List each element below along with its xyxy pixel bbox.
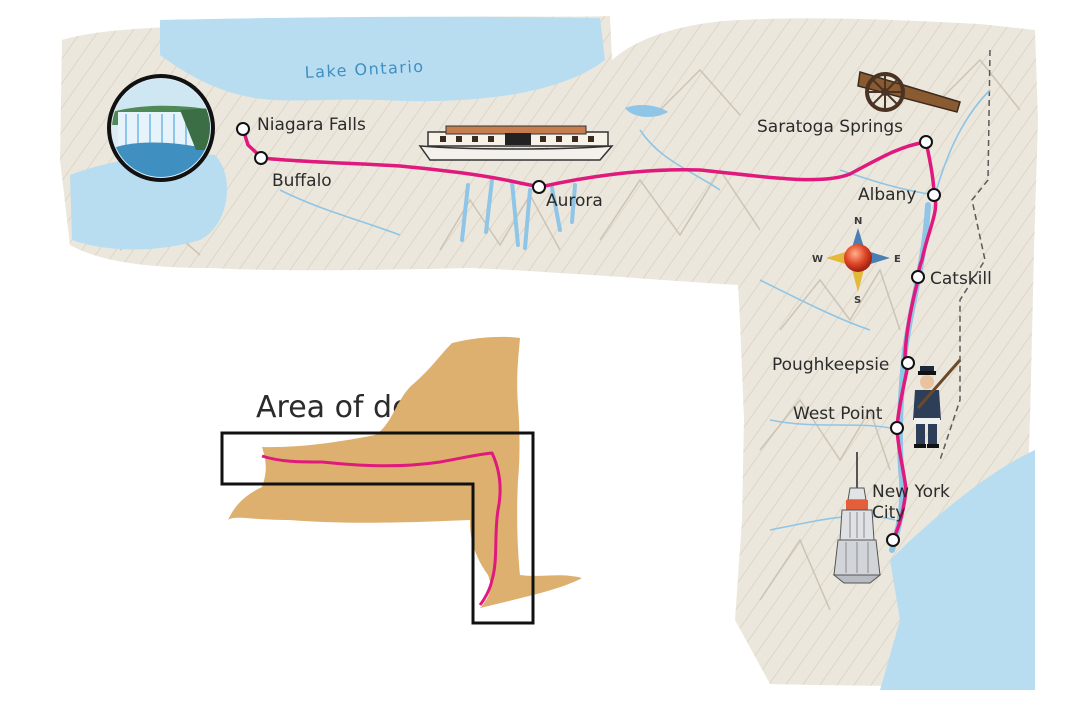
terrain-shading bbox=[60, 16, 1038, 686]
compass-rose-icon: N S E W bbox=[812, 216, 901, 306]
compass-south: S bbox=[854, 295, 861, 306]
label-catskill: Catskill bbox=[930, 269, 992, 289]
label-albany: Albany bbox=[858, 185, 916, 205]
skyscraper-icon bbox=[832, 452, 882, 584]
new-york-state-shape bbox=[228, 336, 582, 608]
area-of-detail-frame bbox=[220, 431, 535, 625]
atlantic-water bbox=[880, 450, 1035, 690]
label-aurora: Aurora bbox=[546, 191, 603, 211]
label-west-point: West Point bbox=[793, 404, 883, 424]
inset-route-line bbox=[261, 451, 502, 606]
small-lake bbox=[625, 105, 668, 117]
marker-buffalo[interactable] bbox=[254, 151, 268, 165]
marker-catskill[interactable] bbox=[911, 270, 925, 284]
lake-erie bbox=[70, 153, 227, 250]
city-labels: Niagara Falls Buffalo Aurora Saratoga Sp… bbox=[257, 115, 992, 523]
label-new-york-city-line2: City bbox=[872, 503, 905, 523]
water-bodies bbox=[70, 16, 1035, 690]
marker-saratoga-springs[interactable] bbox=[919, 135, 933, 149]
label-saratoga-springs: Saratoga Springs bbox=[757, 117, 903, 137]
lake-ontario bbox=[160, 16, 605, 102]
compass-east: E bbox=[894, 254, 901, 265]
label-poughkeepsie: Poughkeepsie bbox=[772, 355, 889, 375]
marker-west-point[interactable] bbox=[890, 421, 904, 435]
marker-poughkeepsie[interactable] bbox=[901, 356, 915, 370]
soldier-icon bbox=[913, 359, 962, 448]
waterfall-icon bbox=[107, 74, 215, 182]
state-border bbox=[939, 49, 991, 461]
marker-niagara-falls[interactable] bbox=[236, 122, 250, 136]
city-markers bbox=[236, 122, 941, 547]
cannon-icon bbox=[857, 71, 961, 113]
marker-new-york-city[interactable] bbox=[886, 533, 900, 547]
marker-albany[interactable] bbox=[927, 188, 941, 202]
label-buffalo: Buffalo bbox=[272, 171, 332, 191]
label-new-york-city-line1: New York bbox=[872, 482, 950, 502]
compass-west: W bbox=[812, 254, 823, 265]
label-niagara-falls: Niagara Falls bbox=[257, 115, 366, 135]
steamboat-icon bbox=[418, 125, 614, 161]
compass-north: N bbox=[854, 216, 862, 227]
inset-locator: Area of detail bbox=[220, 336, 582, 625]
marker-aurora[interactable] bbox=[532, 180, 546, 194]
